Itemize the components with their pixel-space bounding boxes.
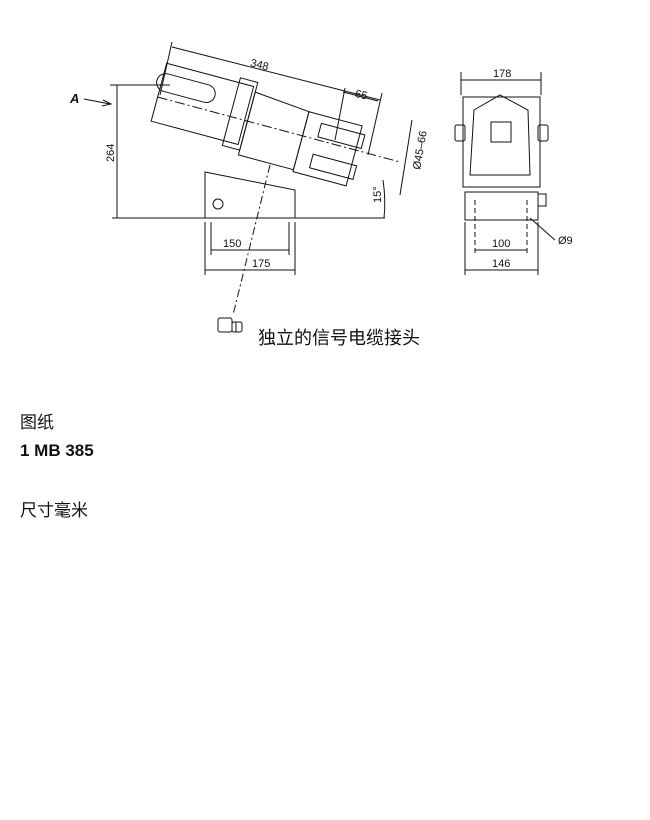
connector-label: 独立的信号电缆接头 — [258, 328, 420, 349]
technical-drawing: 348 65 A 264 Ø45–66 — [69, 41, 573, 333]
dim-diameter: Ø45–66 — [411, 130, 430, 171]
dim-348: 348 — [249, 57, 270, 73]
front-view: 178 100 146 Ø9 — [454, 68, 573, 275]
dim-178: 178 — [493, 68, 511, 80]
connector-icon — [217, 317, 243, 333]
drawing-number: 1 MB 385 — [20, 441, 94, 460]
dim-146: 146 — [492, 258, 510, 270]
drawing-label: 图纸 — [20, 413, 54, 433]
dim-hole: Ø9 — [558, 235, 573, 247]
dim-angle: 15° — [372, 186, 384, 203]
view-arrow-label: A — [69, 91, 79, 106]
dim-100: 100 — [492, 238, 510, 250]
dim-150: 150 — [223, 238, 241, 250]
dim-264: 264 — [105, 144, 117, 162]
units-note: 尺寸毫米 — [20, 501, 88, 521]
dim-175: 175 — [252, 258, 270, 270]
dim-65: 65 — [354, 88, 369, 103]
side-view: 348 65 A 264 Ø45–66 — [69, 41, 430, 333]
